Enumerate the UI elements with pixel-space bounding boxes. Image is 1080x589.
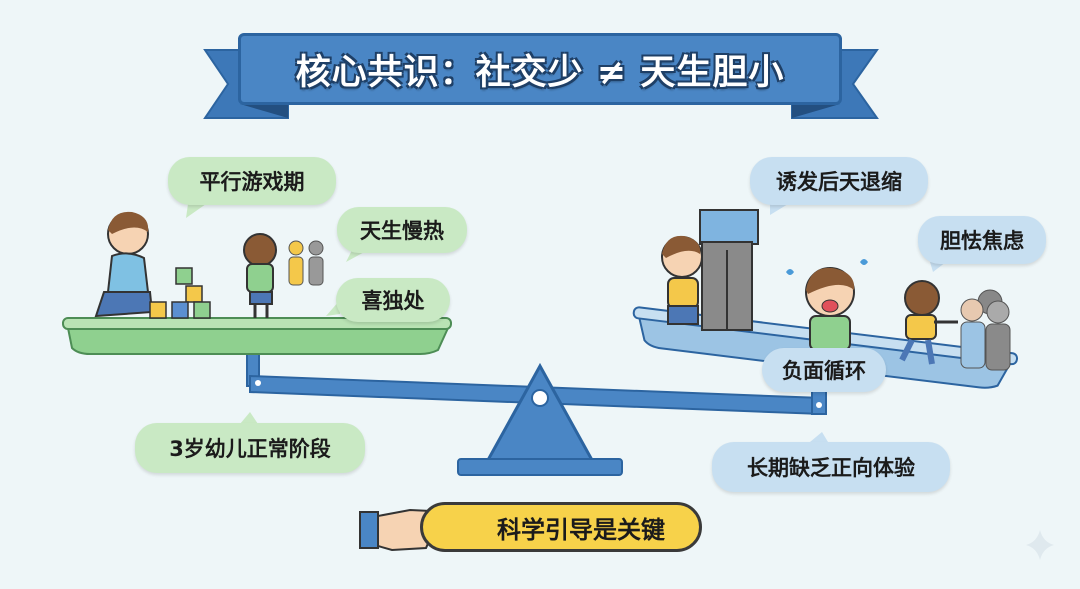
- left-pan: [62, 317, 452, 355]
- blocks-icon: [149, 267, 211, 319]
- sparkle-icon: [1026, 530, 1054, 560]
- crying-child-figure: [786, 259, 868, 351]
- bubble-negative-cycle: 负面循环: [762, 348, 886, 392]
- adult-legs-figure: [699, 209, 759, 331]
- fulcrum: [457, 362, 623, 476]
- page-title: 核心共识：社交少 ≠ 天生胆小: [238, 33, 842, 105]
- bubble-likes-solitude: 喜独处: [336, 278, 450, 322]
- bubble-acquired-withdrawal: 诱发后天退缩: [750, 157, 928, 205]
- bubble-timid-anxious: 胆怯焦虑: [918, 216, 1046, 264]
- group-of-people-icon: [960, 289, 1011, 371]
- bubble-slow-to-warm: 天生慢热: [337, 207, 467, 253]
- distant-people-icon: [288, 240, 324, 286]
- bubble-parallel-play: 平行游戏期: [168, 157, 336, 205]
- right-summary-label: 长期缺乏正向体验: [712, 442, 950, 492]
- child-reaching-figure: [899, 280, 958, 365]
- left-summary-label: 3岁幼儿正常阶段: [135, 423, 365, 473]
- key-message-badge: 科学引导是关键: [420, 502, 702, 552]
- child-hiding-figure: [661, 235, 703, 325]
- child-standing-figure: [243, 233, 277, 318]
- child-playing-blocks-figure: [94, 211, 154, 318]
